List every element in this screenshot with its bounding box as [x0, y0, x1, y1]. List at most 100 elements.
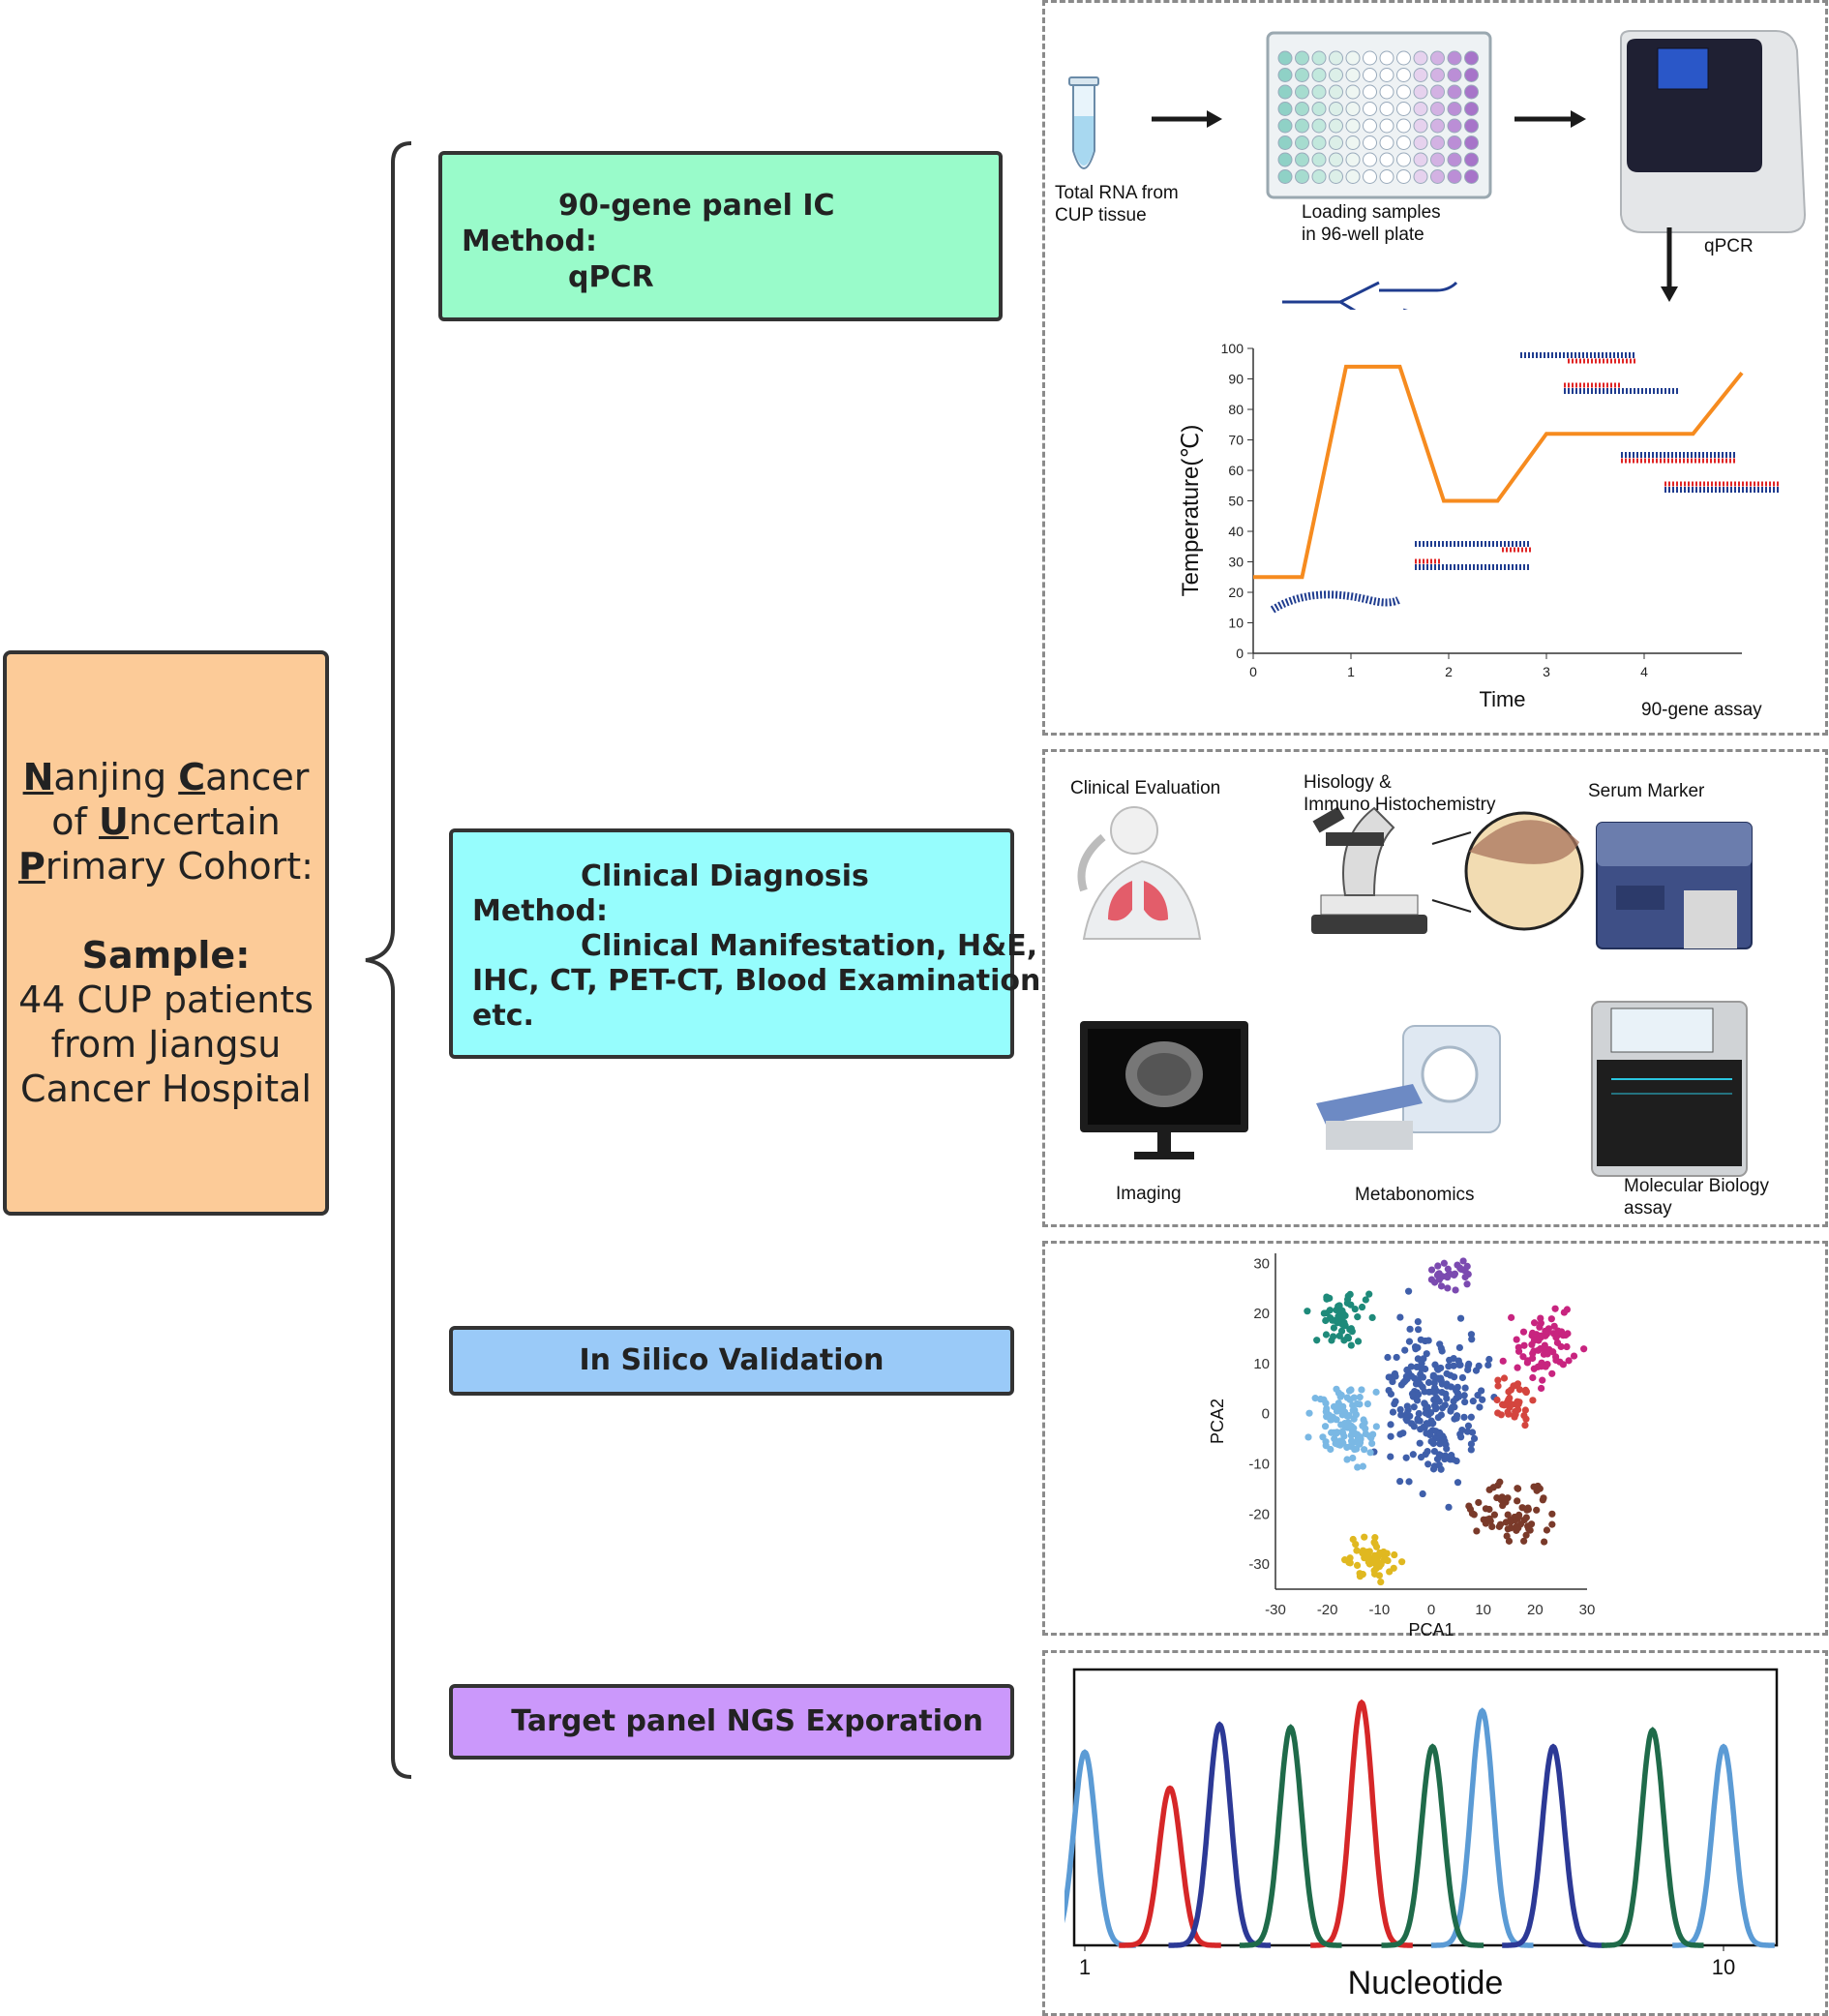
label-histology-line-2: Immuno Histochemistry [1304, 795, 1496, 815]
label-clinical-evaluation: Clinical Evaluation [1070, 778, 1221, 798]
imaging-monitor-icon [1080, 1021, 1248, 1159]
sample-line-3: Cancer Hospital [20, 1068, 312, 1110]
pca-point [1404, 1287, 1413, 1295]
plate-well [1345, 135, 1361, 150]
plate-well [1345, 152, 1361, 167]
arrow-down-icon [1661, 227, 1678, 302]
arrow-to-plate-icon [1152, 110, 1222, 128]
pca-point [1353, 1561, 1362, 1570]
pca-point [1543, 1526, 1551, 1534]
pca-point [1414, 1391, 1423, 1399]
pca-point [1538, 1359, 1545, 1367]
label-histology: Hisology & Immuno Histochemistry [1304, 771, 1496, 816]
pca-point [1427, 1437, 1435, 1445]
plate-well [1413, 135, 1428, 150]
pca-point [1435, 1271, 1443, 1279]
pca-point [1514, 1497, 1521, 1505]
pca-x-tick-label: -10 [1368, 1602, 1390, 1618]
pca-point [1337, 1327, 1346, 1335]
pca-point [1375, 1572, 1383, 1580]
pca-point [1338, 1307, 1346, 1314]
clinical-title: Clinical Diagnosis [581, 859, 869, 893]
qpcr-label: qPCR [1704, 236, 1754, 256]
pca-point [1549, 1330, 1558, 1338]
temp-y-tick-label: 10 [1228, 616, 1244, 631]
pca-point [1430, 1401, 1439, 1409]
pca-point [1451, 1403, 1458, 1411]
pca-point [1476, 1403, 1484, 1411]
pca-point [1393, 1353, 1400, 1362]
pca-point [1438, 1388, 1446, 1397]
temp-x-tick-label: 4 [1640, 664, 1648, 679]
temp-y-tick-label: 100 [1221, 341, 1244, 356]
pca-point [1353, 1547, 1361, 1554]
silico-method-box: In Silico Validation [449, 1326, 1014, 1396]
temperature-line [1253, 364, 1744, 580]
pca-point [1368, 1439, 1376, 1448]
plate-well [1295, 68, 1309, 82]
pca-point [1565, 1357, 1573, 1365]
pca-point [1368, 1313, 1376, 1321]
microscope-icon [1311, 806, 1427, 934]
pca-point [1327, 1416, 1334, 1424]
plate-well [1430, 102, 1445, 116]
pca-point [1397, 1411, 1405, 1419]
pca-point [1351, 1406, 1359, 1414]
pca-point [1454, 1479, 1462, 1487]
pca-point [1343, 1456, 1351, 1463]
pca-point [1403, 1366, 1411, 1374]
pca-point [1515, 1386, 1524, 1394]
pca-point [1423, 1350, 1430, 1358]
plate-well [1295, 50, 1309, 66]
pca-point [1465, 1360, 1473, 1368]
temp-y-tick-label: 60 [1228, 463, 1244, 478]
pca-point [1450, 1362, 1457, 1369]
pca-point [1387, 1432, 1394, 1440]
pca-point [1461, 1384, 1469, 1392]
pca-point [1458, 1426, 1466, 1434]
temp-y-tick-label: 20 [1228, 585, 1244, 600]
temp-x-tick-label: 2 [1445, 664, 1453, 679]
pca-point [1463, 1262, 1471, 1271]
pca-point [1366, 1449, 1374, 1457]
pca-point [1444, 1274, 1452, 1281]
pca-point [1395, 1477, 1404, 1486]
pca-point [1313, 1337, 1321, 1344]
ct-scanner-icon [1316, 1025, 1501, 1150]
plate-well [1430, 118, 1445, 134]
serum-analyzer-icon [1596, 822, 1753, 949]
plate-well [1430, 50, 1445, 66]
cohort-title-line-3: Primary Cohort: [18, 845, 314, 888]
pca-y-tick-label: 0 [1262, 1406, 1270, 1423]
pca-point [1370, 1567, 1378, 1575]
pca-point [1354, 1313, 1362, 1321]
temp-y-tick-label: 80 [1228, 402, 1244, 417]
pca-point [1330, 1324, 1338, 1332]
plate-well [1295, 102, 1309, 116]
pca-point [1441, 1452, 1450, 1459]
pca-point [1359, 1547, 1367, 1554]
plate-label-line-2: in 96-well plate [1302, 225, 1424, 245]
grouping-brace [365, 141, 412, 1779]
pca-point [1337, 1391, 1345, 1399]
pca-point [1503, 1532, 1511, 1540]
pca-point [1323, 1295, 1331, 1303]
pca-point [1560, 1309, 1568, 1316]
plate-well [1363, 84, 1377, 100]
pca-point [1548, 1369, 1556, 1377]
pca-point [1533, 1331, 1541, 1339]
pca-point [1529, 1397, 1537, 1404]
pca-point [1513, 1336, 1520, 1343]
pca-point [1530, 1365, 1538, 1372]
arrow-to-qpcr-icon [1514, 110, 1586, 128]
plate-well [1277, 50, 1293, 66]
plate-well [1413, 50, 1428, 66]
pca-panel [1042, 1241, 1828, 1636]
pca-x-tick-label: 30 [1579, 1602, 1596, 1618]
pca-point [1548, 1520, 1556, 1528]
plate-well [1379, 68, 1394, 82]
pca-point [1423, 1429, 1430, 1437]
pca-point [1304, 1308, 1311, 1315]
label-histology-line-1: Hisology & [1304, 772, 1392, 793]
